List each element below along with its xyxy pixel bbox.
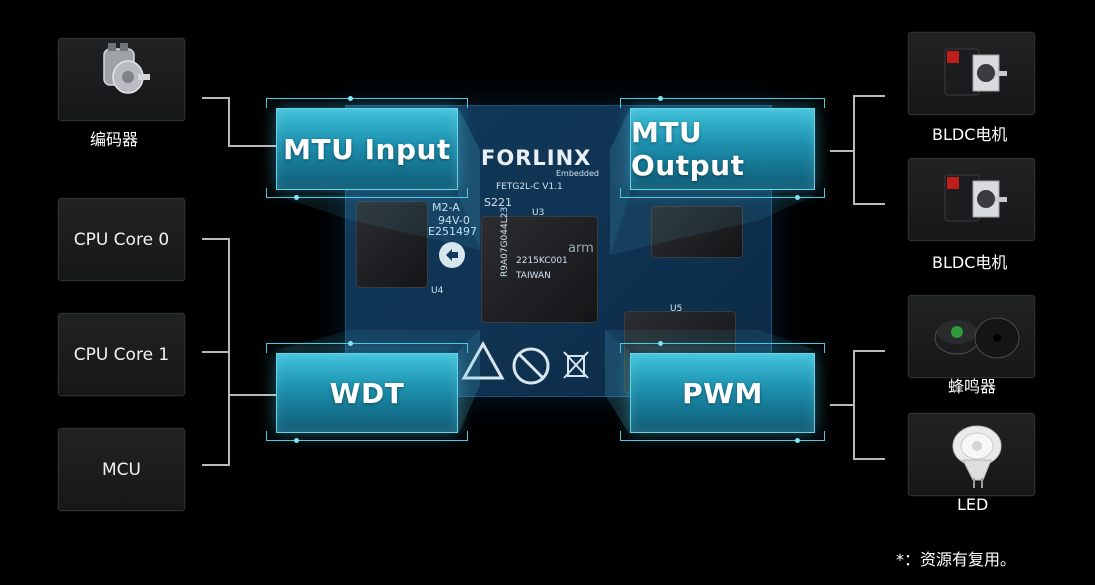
board-code: S221 xyxy=(484,196,512,209)
cpu-core-0-label: CPU Core 0 xyxy=(73,229,170,250)
cpu-core-0-tile: CPU Core 0 xyxy=(58,198,185,281)
encoder-connector-h2 xyxy=(228,145,276,147)
encoder-connector xyxy=(202,97,229,99)
pb-free-icon xyxy=(512,347,550,385)
memory-chip xyxy=(356,201,428,288)
cpu-group-connector xyxy=(202,238,230,240)
mtu-output-connector-bot xyxy=(853,203,885,205)
recycle-bin-icon xyxy=(563,351,589,379)
chip-brand: arm xyxy=(568,241,594,256)
mcu-tile: MCU xyxy=(58,428,185,511)
chip-line2: 2215KC001 xyxy=(516,256,568,266)
cpu-group-connector-out xyxy=(228,394,276,396)
board-mark2: 94V-0 xyxy=(438,214,470,227)
bldc-1-label: BLDC电机 xyxy=(932,125,1008,144)
pwm-connector xyxy=(830,404,854,406)
led-tile xyxy=(908,413,1035,496)
part-u4: U4 xyxy=(431,286,444,296)
cpu-group-connector-mid xyxy=(202,351,230,353)
pwm-box: PWM xyxy=(630,353,815,433)
chip-line1: R9A07G044L23 xyxy=(500,206,510,277)
buzzer-icon xyxy=(934,317,1020,359)
part-u3: U3 xyxy=(532,208,545,218)
arrow-circle-icon xyxy=(439,242,465,268)
encoder-icon xyxy=(103,43,150,94)
mtu-output-connector-v xyxy=(853,95,855,205)
encoder-connector-v xyxy=(228,97,230,147)
pwm-connector-bot xyxy=(853,458,885,460)
mtu-output-box: MTU Output xyxy=(630,108,815,190)
board-brand-sub: Embedded xyxy=(556,169,600,178)
pwm-connector-v xyxy=(853,350,855,460)
encoder-label: 编码器 xyxy=(90,130,139,149)
led-label: LED xyxy=(957,495,989,514)
mtu-output-connector-top xyxy=(853,95,885,97)
bldc-motor-icon xyxy=(944,174,1007,222)
part-u5: U5 xyxy=(670,304,683,314)
cpu-group-connector-v xyxy=(228,238,230,466)
cpu-group-connector-bot xyxy=(202,464,230,466)
board-mark1: M2-A xyxy=(432,201,460,214)
wdt-box: WDT xyxy=(276,353,458,433)
mtu-input-box: MTU Input xyxy=(276,108,458,190)
bldc-motor-icon xyxy=(944,48,1007,96)
pmic-chip xyxy=(651,206,743,258)
buzzer-label: 蜂鸣器 xyxy=(948,377,997,396)
footnote: *：资源有复用。 xyxy=(896,550,1017,569)
bldc-2-tile xyxy=(908,158,1035,241)
warning-triangle-icon xyxy=(461,341,505,380)
chip-line3: TAIWAN xyxy=(516,271,551,281)
encoder-tile xyxy=(58,38,185,121)
cpu-core-1-tile: CPU Core 1 xyxy=(58,313,185,396)
board-brand: FORLINX xyxy=(481,146,592,170)
mtu-output-connector xyxy=(830,150,854,152)
buzzer-tile xyxy=(908,295,1035,378)
mcu-label: MCU xyxy=(102,459,141,480)
led-bulb-icon xyxy=(952,425,1002,488)
bldc-1-tile xyxy=(908,32,1035,115)
pwm-connector-top xyxy=(853,350,885,352)
cpu-chip: R9A07G044L23 xyxy=(481,207,598,323)
board-lot: E251497 xyxy=(428,225,477,238)
cpu-core-1-label: CPU Core 1 xyxy=(73,344,170,365)
bldc-2-label: BLDC电机 xyxy=(932,253,1008,272)
board-model: FETG2L-C V1.1 xyxy=(496,182,563,192)
